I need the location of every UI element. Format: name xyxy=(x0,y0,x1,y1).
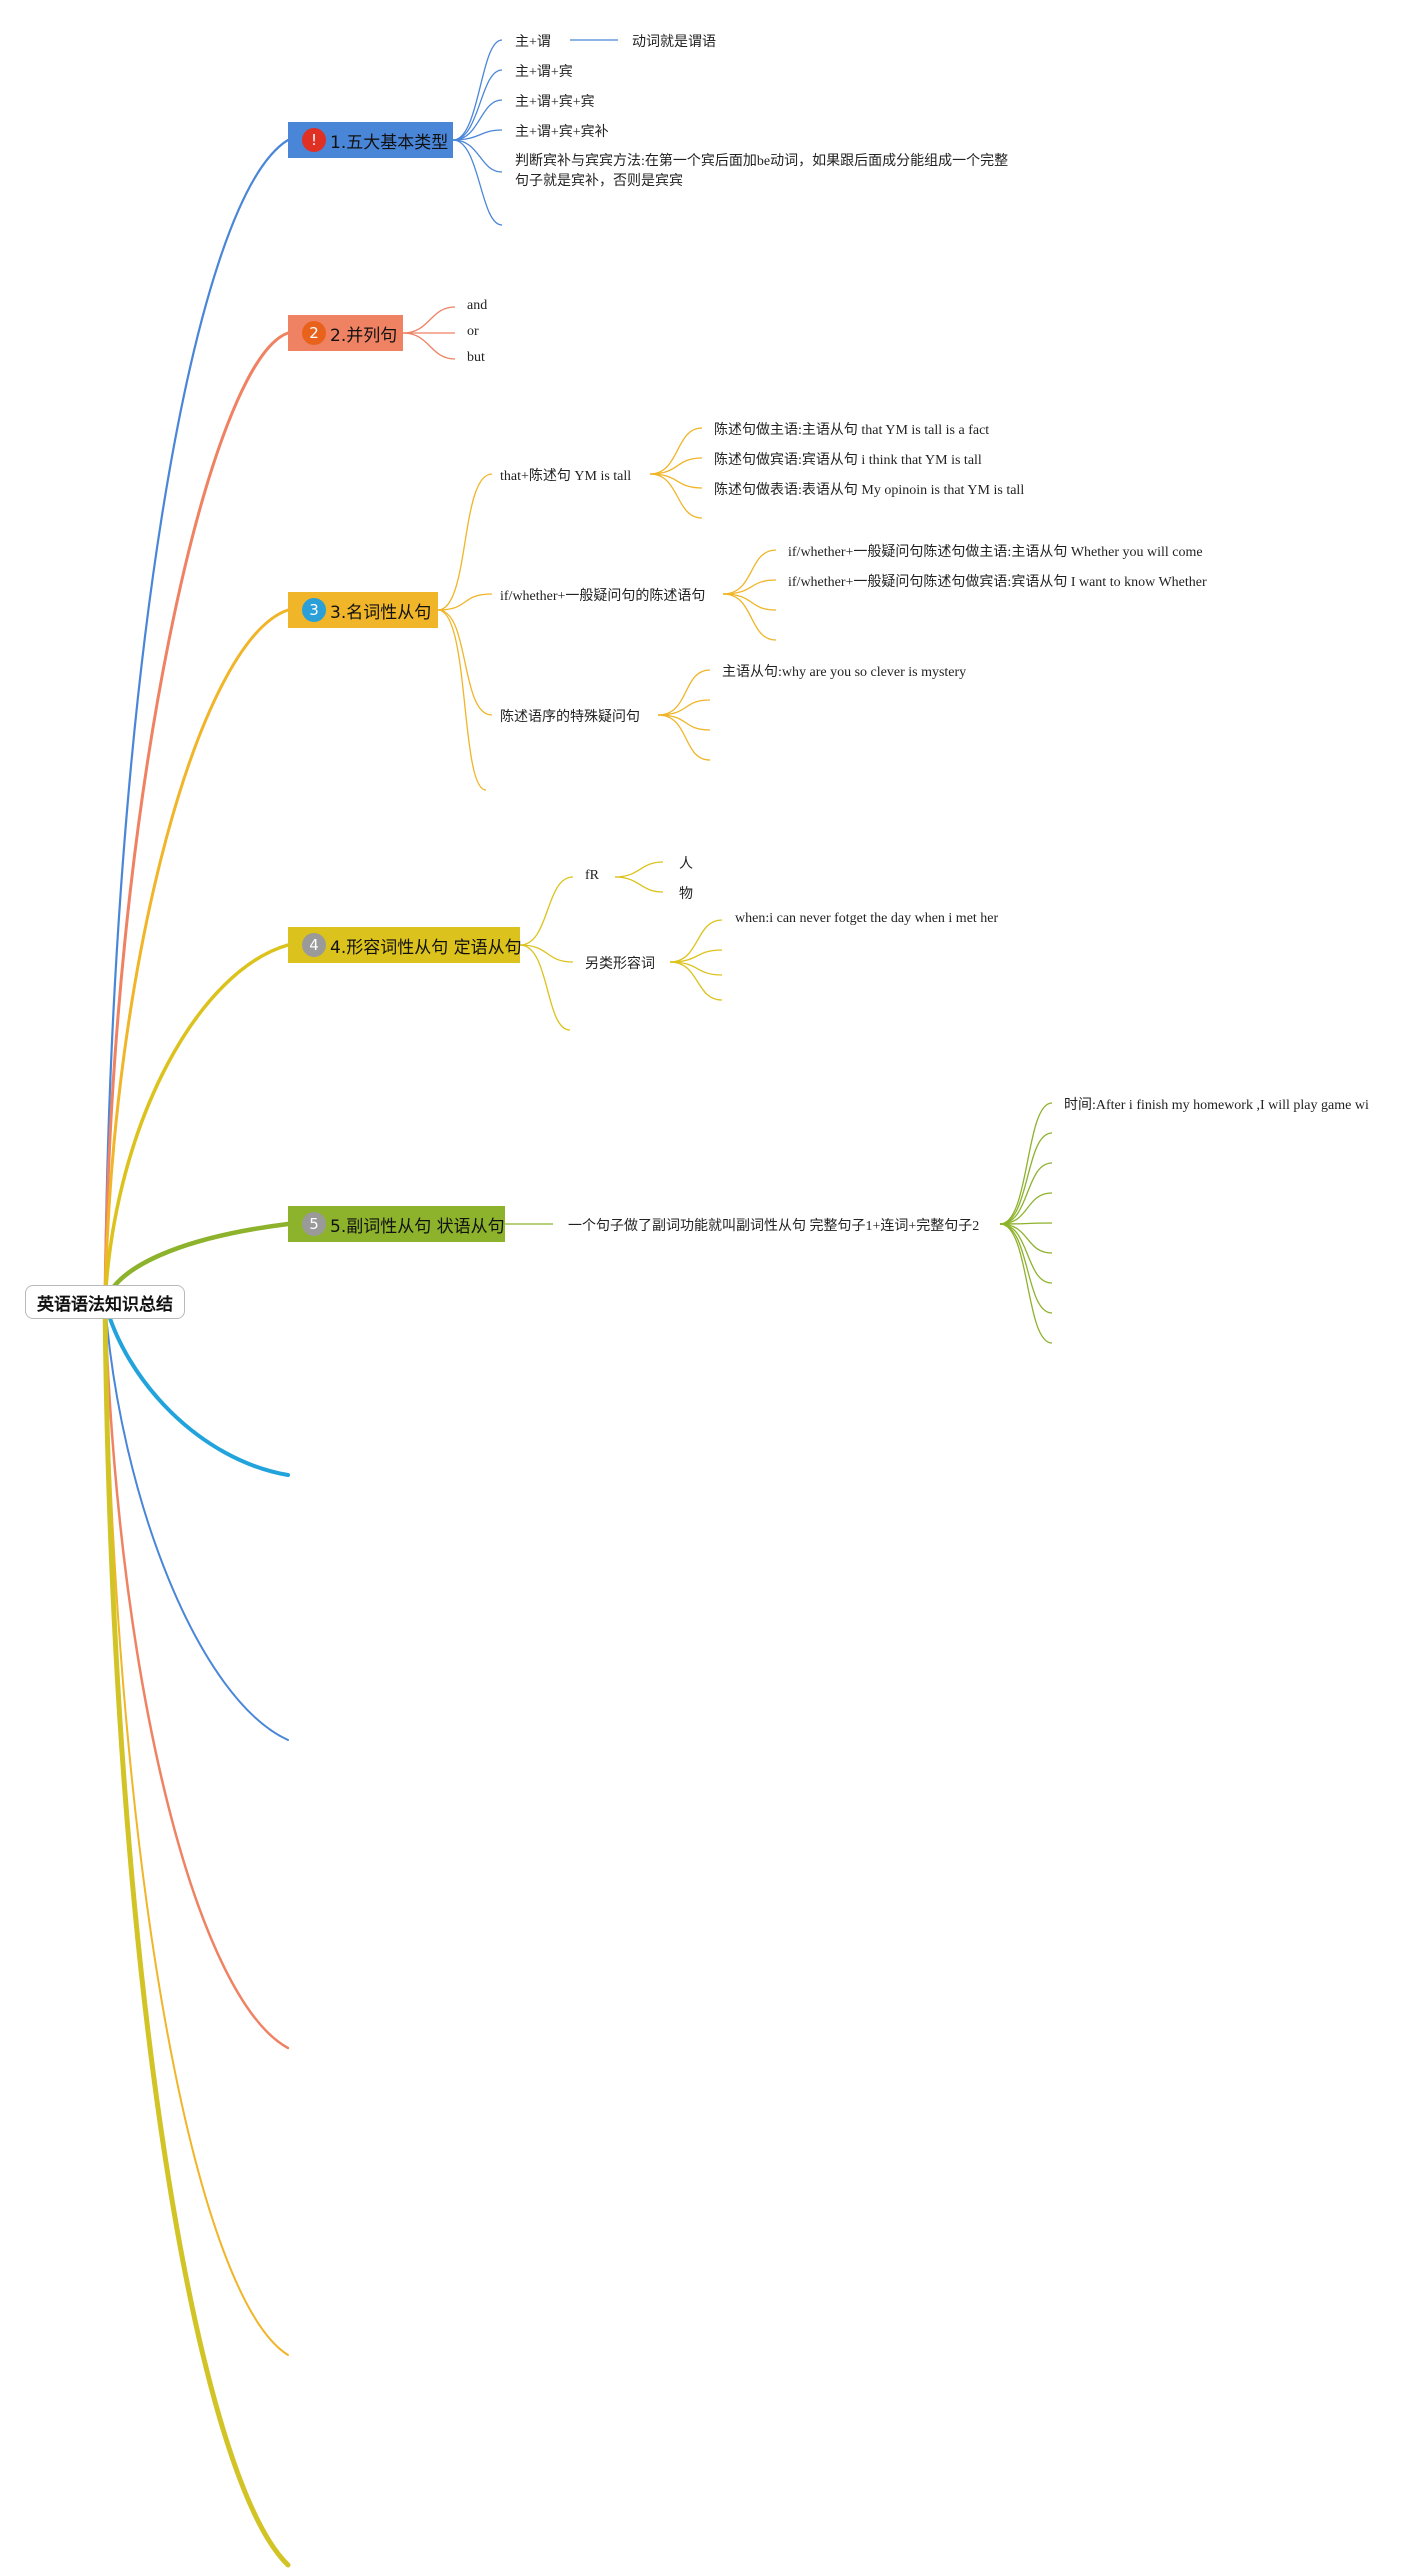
topic-4-label: 4.形容词性从句 定语从句 xyxy=(330,937,522,958)
t1-item-4[interactable]: 主+谓+宾+宾补 xyxy=(515,125,609,140)
root-topic[interactable]: 英语语法知识总结 xyxy=(25,1285,185,1319)
t4-sub-a[interactable]: fR xyxy=(585,868,599,883)
priority-4-icon: 4 xyxy=(302,933,326,957)
priority-1-icon: ! xyxy=(302,128,326,152)
t3-sub-c[interactable]: 陈述语序的特殊疑问句 xyxy=(500,710,640,725)
t1-item-1[interactable]: 主+谓 xyxy=(515,35,551,50)
topic-1-label: 1.五大基本类型 xyxy=(330,132,449,153)
t5-a-item-1[interactable]: 时间:After i finish my homework ,I will pl… xyxy=(1064,1098,1369,1113)
t4-sub-b[interactable]: 另类形容词 xyxy=(585,957,655,972)
topic-3[interactable]: 3 3.名词性从句 xyxy=(288,592,438,628)
branch-line-9 xyxy=(104,1301,289,2356)
t3-b-item-1[interactable]: if/whether+一般疑问句陈述句做主语:主语从句 Whether you … xyxy=(788,545,1203,560)
t3-a-item-3[interactable]: 陈述句做表语:表语从句 My opinoin is that YM is tal… xyxy=(714,483,1025,498)
t4-a-item-1[interactable]: 人 xyxy=(679,857,693,872)
t1-item-5[interactable]: 判断宾补与宾宾方法:在第一个宾后面加be动词，如果跟后面成分能组成一个完整 句子… xyxy=(515,152,1008,192)
t3-c-item-1[interactable]: 主语从句:why are you so clever is mystery xyxy=(722,665,967,680)
topic-4[interactable]: 4 4.形容词性从句 定语从句 xyxy=(288,927,522,963)
branch-line-4 xyxy=(103,943,290,1304)
t3-sub-b[interactable]: if/whether+一般疑问句的陈述语句 xyxy=(500,589,706,604)
topic-2-label: 2.并列句 xyxy=(330,325,398,346)
t2-item-or[interactable]: or xyxy=(467,324,479,339)
t3-a-item-1[interactable]: 陈述句做主语:主语从句 that YM is tall is a fact xyxy=(714,423,990,438)
t3-b-item-2[interactable]: if/whether+一般疑问句陈述句做宾语:宾语从句 I want to kn… xyxy=(788,575,1207,590)
t2-item-and[interactable]: and xyxy=(467,298,488,313)
t3-a-item-2[interactable]: 陈述句做宾语:宾语从句 i think that YM is tall xyxy=(714,453,982,468)
priority-5-icon: 5 xyxy=(302,1212,326,1236)
branch-line-8 xyxy=(103,1300,290,2050)
branch-line-6 xyxy=(103,1300,290,1477)
topic-5-label: 5.副词性从句 状语从句 xyxy=(330,1216,505,1237)
t4-b-item-1[interactable]: when:i can never fotget the day when i m… xyxy=(735,911,999,926)
t5-sub-a[interactable]: 一个句子做了副词功能就叫副词性从句 完整句子1+连词+完整句子2 xyxy=(568,1219,980,1234)
t1-item-1-sub[interactable]: 动词就是谓语 xyxy=(632,35,716,50)
branch-line-3 xyxy=(103,608,290,1304)
topic-1[interactable]: ! 1.五大基本类型 xyxy=(288,122,453,158)
topic-5[interactable]: 5 5.副词性从句 状语从句 xyxy=(288,1206,505,1242)
branch-line-1 xyxy=(103,138,290,1304)
t2-item-but[interactable]: but xyxy=(467,350,485,365)
priority-2-icon: 2 xyxy=(302,321,326,345)
topic-3-label: 3.名词性从句 xyxy=(330,602,432,623)
t1-item-5-line-1: 判断宾补与宾宾方法:在第一个宾后面加be动词，如果跟后面成分能组成一个完整 xyxy=(515,154,1009,169)
t1-item-5-line-2: 句子就是宾补，否则是宾宾 xyxy=(515,174,683,189)
t4-a-item-2[interactable]: 物 xyxy=(679,887,693,902)
t1-item-2[interactable]: 主+谓+宾 xyxy=(515,65,573,80)
t1-item-3[interactable]: 主+谓+宾+宾 xyxy=(515,95,595,110)
priority-3-icon: 3 xyxy=(302,598,326,622)
topic-2[interactable]: 2 2.并列句 xyxy=(288,315,403,351)
branch-line-7 xyxy=(104,1301,289,1741)
t3-sub-a[interactable]: that+陈述句 YM is tall xyxy=(500,469,632,484)
branch-line-10 xyxy=(102,1299,291,2568)
branch-line-2 xyxy=(103,331,290,1304)
